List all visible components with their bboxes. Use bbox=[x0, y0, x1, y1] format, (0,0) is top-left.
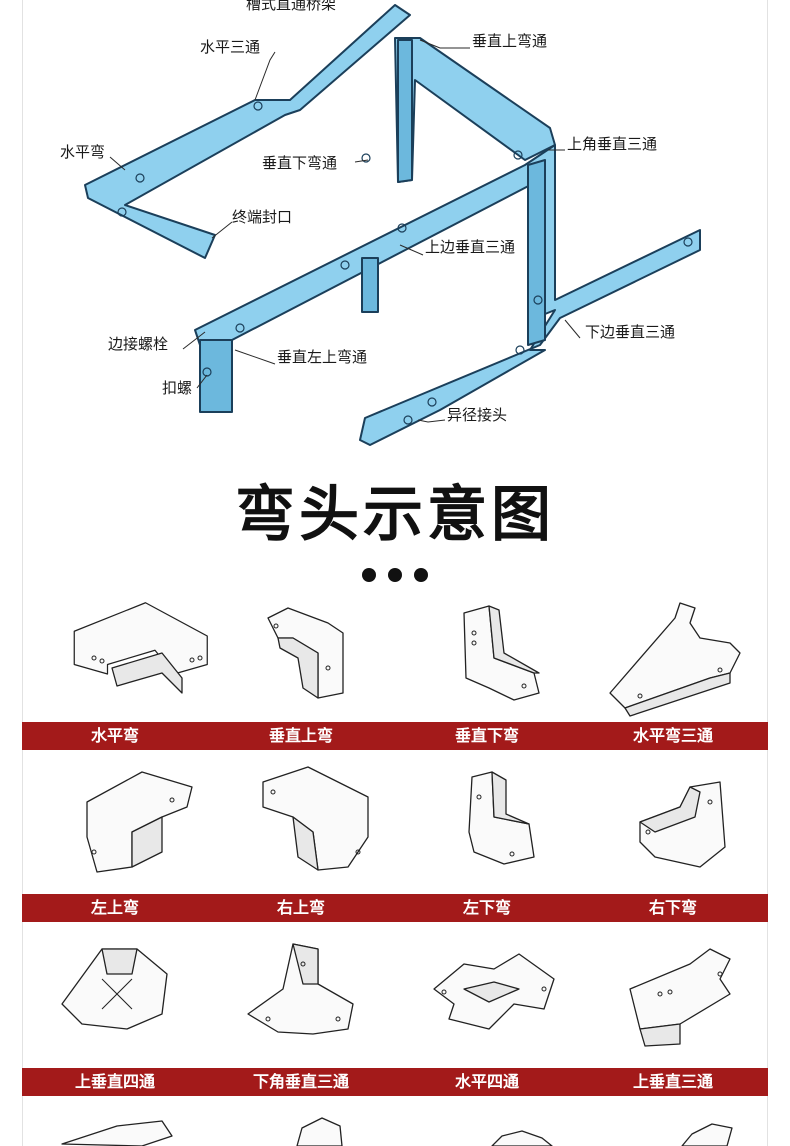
label-band-row-3: 上垂直四通 下角垂直三通 水平四通 上垂直三通 bbox=[22, 1068, 768, 1096]
label-band-row-1: 水平弯 垂直上弯 垂直下弯 水平弯三通 bbox=[22, 722, 768, 750]
leader-line bbox=[211, 221, 233, 239]
ellipsis-dots bbox=[360, 566, 430, 586]
fitting-cell bbox=[208, 598, 394, 718]
cable-tray-assembly-diagram: 槽式直通桥架 水平三通 垂直上弯通 水平弯 上角垂直三通 垂直下弯通 终端封口 … bbox=[60, 0, 701, 446]
bolt-icon bbox=[340, 260, 350, 270]
upper-side-vertical-tee-leg-shape bbox=[361, 257, 379, 313]
leader-line bbox=[182, 331, 206, 350]
fitting-label: 右下弯 bbox=[648, 898, 697, 917]
left-down-bend-icon bbox=[468, 771, 535, 865]
fitting-label: 水平弯 bbox=[90, 726, 139, 745]
bolt-icon bbox=[397, 223, 407, 233]
callout-horizontal-bend: 水平弯 bbox=[60, 143, 105, 161]
callout-edge-bolt: 边接螺栓 bbox=[108, 335, 168, 353]
leader-line bbox=[254, 51, 276, 101]
vertical-up-bend-icon bbox=[267, 607, 344, 699]
fitting-label: 水平弯三通 bbox=[632, 726, 713, 745]
label-band-row-2: 左上弯 右上弯 左下弯 右下弯 bbox=[22, 894, 768, 922]
vertical-left-up-bend-leg-shape bbox=[199, 339, 233, 413]
bolt-icon bbox=[427, 397, 437, 407]
callout-vertical-up-bend: 垂直上弯通 bbox=[472, 32, 547, 50]
dot-icon bbox=[414, 568, 428, 582]
leader-line bbox=[399, 244, 424, 256]
fittings-row-4-partial bbox=[22, 1106, 768, 1146]
dot-icon bbox=[388, 568, 402, 582]
horizontal-tee-tray-shape bbox=[84, 4, 411, 259]
fitting-cell bbox=[580, 598, 766, 718]
callout-lower-side-vertical-tee: 下边垂直三通 bbox=[585, 323, 675, 341]
horizontal-cross-icon bbox=[433, 953, 555, 1030]
bolt-icon bbox=[403, 415, 413, 425]
upper-vertical-cross-icon bbox=[61, 948, 168, 1030]
leader-line bbox=[417, 419, 446, 423]
fitting-label: 垂直下弯 bbox=[454, 726, 519, 745]
callout-horizontal-tee: 水平三通 bbox=[200, 38, 260, 56]
bolt-icon bbox=[513, 150, 523, 160]
fitting-cell bbox=[208, 762, 394, 882]
fitting-label: 上垂直三通 bbox=[632, 1072, 713, 1091]
fitting-cell bbox=[22, 762, 208, 882]
fitting-cell bbox=[394, 934, 580, 1054]
fitting-label: 下角垂直三通 bbox=[252, 1072, 349, 1091]
dot-icon bbox=[362, 568, 376, 582]
fitting-label: 垂直上弯 bbox=[268, 726, 333, 745]
callout-end-cap: 终端封口 bbox=[232, 208, 292, 226]
main-diagonal-tray-shape bbox=[194, 144, 701, 446]
fitting-cell bbox=[394, 762, 580, 882]
bolt-icon bbox=[683, 237, 693, 247]
bolt-icon bbox=[361, 153, 371, 163]
right-up-bend-icon bbox=[262, 766, 369, 871]
callout-vertical-down-bend: 垂直下弯通 bbox=[262, 154, 337, 172]
fitting-label: 水平四通 bbox=[454, 1072, 519, 1091]
fitting-label: 左下弯 bbox=[462, 898, 511, 917]
fitting-cell bbox=[580, 934, 766, 1054]
bolt-icon bbox=[253, 101, 263, 111]
bolt-icon bbox=[515, 345, 525, 355]
horizontal-tee-icon bbox=[609, 602, 741, 717]
vertical-up-bend-side-shape bbox=[397, 39, 413, 183]
bolt-icon bbox=[135, 173, 145, 183]
fitting-cell bbox=[22, 598, 208, 718]
callout-trough-straight: 槽式直通桥架 bbox=[246, 0, 336, 13]
horizontal-bend-icon bbox=[73, 602, 208, 694]
leader-line bbox=[354, 159, 369, 163]
lower-corner-vertical-tee-icon bbox=[247, 943, 354, 1035]
upper-corner-vertical-tee-leg-shape bbox=[527, 159, 546, 346]
fitting-label: 右上弯 bbox=[276, 898, 325, 917]
callout-reducer: 异径接头 bbox=[447, 406, 507, 424]
left-frame-line bbox=[22, 0, 23, 1146]
right-down-bend-icon bbox=[639, 781, 726, 868]
vertical-down-bend-icon bbox=[463, 605, 540, 701]
section-title: 弯头示意图 bbox=[235, 480, 555, 550]
leader-line bbox=[564, 319, 581, 339]
leader-line bbox=[196, 374, 208, 389]
fitting-cell bbox=[394, 598, 580, 718]
fitting-cell bbox=[580, 762, 766, 882]
fitting-cell bbox=[208, 934, 394, 1054]
bolt-icon bbox=[202, 367, 212, 377]
fitting-cell bbox=[22, 934, 208, 1054]
bolt-icon bbox=[533, 295, 543, 305]
partial-fittings-icons bbox=[61, 1117, 733, 1146]
callout-vertical-left-up-bend: 垂直左上弯通 bbox=[277, 348, 367, 366]
leader-line bbox=[109, 156, 126, 171]
fitting-label: 左上弯 bbox=[90, 898, 139, 917]
fitting-label: 上垂直四通 bbox=[74, 1072, 155, 1091]
callout-upper-side-vertical-tee: 上边垂直三通 bbox=[425, 238, 515, 256]
callout-fastener: 扣螺 bbox=[162, 379, 192, 397]
upper-vertical-tee-icon bbox=[629, 948, 731, 1047]
leader-line bbox=[419, 39, 470, 49]
left-up-bend-icon bbox=[86, 771, 193, 873]
callout-upper-corner-vertical-tee: 上角垂直三通 bbox=[567, 135, 657, 153]
bolt-icon bbox=[235, 323, 245, 333]
leader-line bbox=[234, 349, 276, 365]
bolt-icon bbox=[117, 207, 127, 217]
right-frame-line bbox=[767, 0, 768, 1146]
